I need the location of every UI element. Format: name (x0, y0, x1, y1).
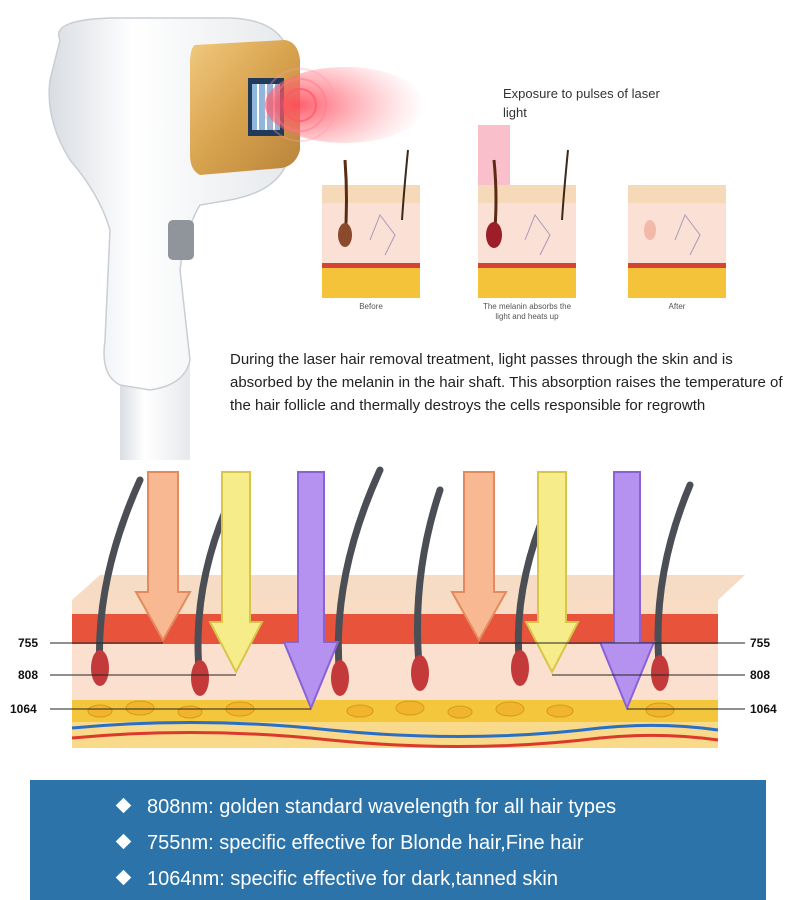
wavelength-label-808-right: 808 (750, 668, 771, 682)
arrow-1064-left (282, 471, 340, 711)
info-item-808: 808nm: golden standard wavelength for al… (115, 796, 617, 819)
panel-caption-after: After (668, 302, 686, 311)
info-text-1064: 1064nm: specific effective for dark,tann… (147, 868, 558, 890)
exposure-caption: Exposure to pulses of laser light (503, 86, 660, 120)
wavelength-label-808-left: 808 (18, 668, 39, 682)
panel-before (322, 149, 420, 298)
arrow-755-right (450, 471, 508, 643)
wavelength-label-755-right: 755 (750, 636, 771, 650)
wavelength-label-1064-left: 1064 (10, 702, 37, 716)
arrow-808-left (208, 471, 264, 675)
treatment-description: During the laser hair removal treatment,… (230, 351, 783, 414)
wavelength-label-1064-right: 1064 (750, 702, 777, 716)
info-text-808: 808nm: golden standard wavelength for al… (147, 796, 617, 818)
diamond-bullet-icon (115, 869, 132, 886)
panel-caption-melanin: The melanin absorbs the light and heats … (482, 302, 572, 321)
info-text-755: 755nm: specific effective for Blonde hai… (147, 832, 584, 854)
wavelength-label-755-left: 755 (18, 636, 39, 650)
panel-melanin-absorbs (478, 149, 576, 298)
info-item-1064: 1064nm: specific effective for dark,tann… (115, 868, 558, 891)
panel-caption-before: Before (359, 302, 383, 311)
diamond-bullet-icon (115, 833, 132, 850)
panel-after (628, 185, 726, 298)
arrow-808-right (524, 471, 580, 675)
arrow-755-left (134, 471, 192, 643)
info-item-755: 755nm: specific effective for Blonde hai… (115, 832, 584, 855)
wavelength-info-box: 808nm: golden standard wavelength for al… (30, 780, 766, 900)
diamond-bullet-icon (115, 797, 132, 814)
